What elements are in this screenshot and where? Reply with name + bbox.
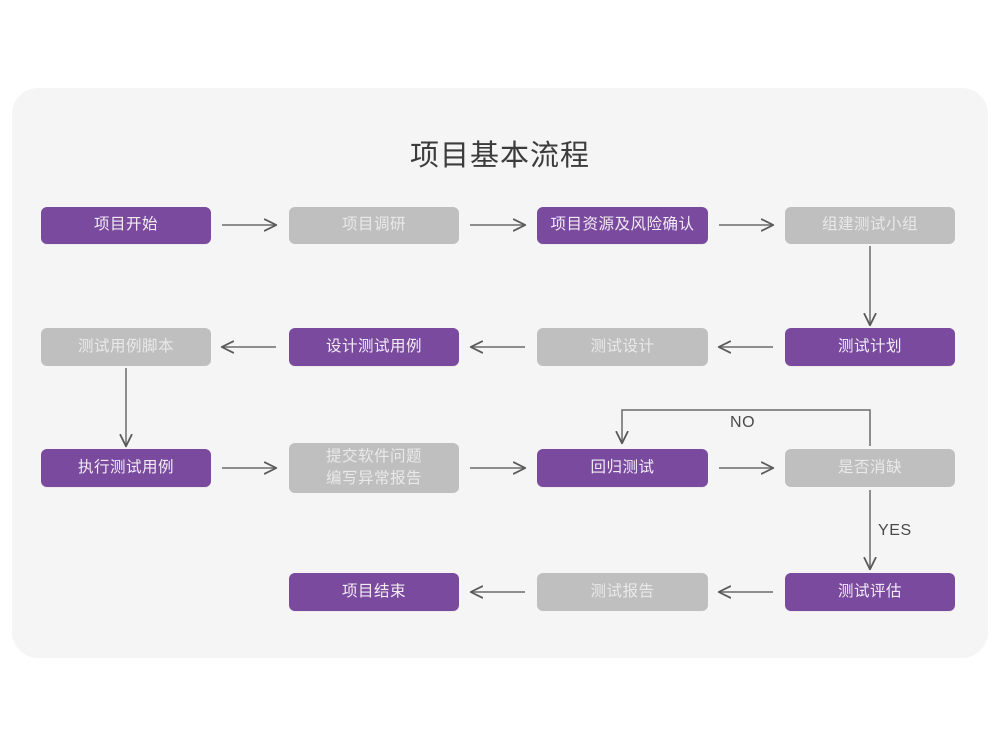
node-design-test-cases[interactable]: 设计测试用例 — [289, 328, 459, 366]
node-execute-test-cases[interactable]: 执行测试用例 — [41, 449, 211, 487]
node-project-end[interactable]: 项目结束 — [289, 573, 459, 611]
edge-label-no: NO — [730, 414, 756, 431]
node-project-research[interactable]: 项目调研 — [289, 207, 459, 244]
node-test-plan[interactable]: 测试计划 — [785, 328, 955, 366]
node-project-start[interactable]: 项目开始 — [41, 207, 211, 244]
node-test-case-script[interactable]: 测试用例脚本 — [41, 328, 211, 366]
node-resource-risk-confirm[interactable]: 项目资源及风险确认 — [537, 207, 708, 244]
diagram-card — [12, 88, 988, 658]
node-test-design[interactable]: 测试设计 — [537, 328, 708, 366]
page-title: 项目基本流程 — [409, 140, 590, 172]
node-defects-cleared[interactable]: 是否消缺 — [785, 449, 955, 487]
node-form-test-team[interactable]: 组建测试小组 — [785, 207, 955, 244]
node-test-evaluation[interactable]: 测试评估 — [785, 573, 955, 611]
node-submit-defects-report[interactable]: 提交软件问题 编写异常报告 — [289, 443, 459, 493]
edge-label-yes: YES — [878, 522, 912, 539]
node-regression-test[interactable]: 回归测试 — [537, 449, 708, 487]
node-test-report[interactable]: 测试报告 — [537, 573, 708, 611]
